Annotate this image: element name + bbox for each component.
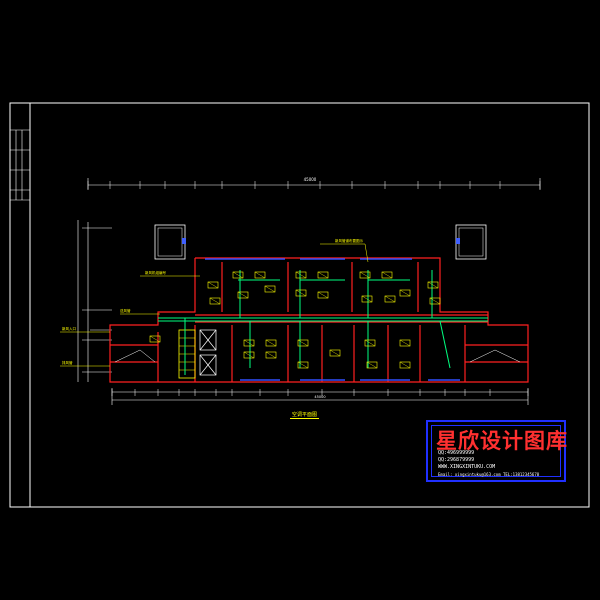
- air-terminal-unit: [364, 339, 376, 347]
- air-terminal-unit: [209, 297, 221, 305]
- inner-frame-border: [29, 102, 590, 508]
- air-terminal-unit-mark: [149, 335, 161, 343]
- air-terminal-unit: [366, 361, 378, 369]
- air-terminal-unit-mark: [317, 271, 329, 279]
- watermark-brand: 星欣设计图库: [436, 429, 568, 453]
- annotation-leaders: [60, 243, 369, 367]
- top-dimension-label: 45000: [304, 177, 317, 182]
- air-terminal-unit: [359, 271, 371, 279]
- watermark-qq-1: QQ:496999999: [438, 450, 475, 456]
- air-terminal-unit-mark: [264, 285, 276, 293]
- roof-unit-left: [154, 224, 186, 260]
- air-terminal-unit-mark: [366, 361, 378, 369]
- air-terminal-unit-mark: [429, 297, 441, 305]
- left-dimension-group: [77, 220, 112, 382]
- stair-core: [178, 329, 196, 379]
- air-terminal-unit-mark: [399, 361, 411, 369]
- air-terminal-units: [149, 271, 441, 369]
- end-stairs: [114, 349, 521, 363]
- window-strips: [205, 258, 460, 381]
- top-dimension-ticks: [87, 181, 541, 189]
- air-terminal-unit-mark: [297, 361, 309, 369]
- air-terminal-unit-mark: [427, 281, 439, 289]
- air-terminal-unit: [317, 291, 329, 299]
- watermark-stamp: 星欣设计图库 QQ:496999999 QQ:296879999 WWW.XIN…: [426, 420, 568, 482]
- air-terminal-unit: [243, 339, 255, 347]
- watermark-inner-border: [431, 425, 561, 477]
- duct-network: [158, 270, 488, 375]
- air-terminal-unit: [295, 271, 307, 279]
- duct-note-4: 新风入口: [62, 326, 76, 331]
- air-terminal-unit-mark: [399, 339, 411, 347]
- air-terminal-unit-mark: [399, 289, 411, 297]
- air-terminal-unit: [295, 289, 307, 297]
- air-terminal-unit-mark: [359, 271, 371, 279]
- air-terminal-unit-mark: [243, 339, 255, 347]
- duct-note-2: 新风机组编号: [145, 270, 166, 275]
- air-terminal-unit: [329, 349, 341, 357]
- duct-note-5: 排风管: [62, 360, 73, 365]
- air-terminal-unit-mark: [361, 295, 373, 303]
- air-terminal-unit: [149, 335, 161, 343]
- air-terminal-unit: [317, 271, 329, 279]
- air-terminal-unit-mark: [297, 339, 309, 347]
- air-terminal-unit: [297, 339, 309, 347]
- watermark-qq-2: QQ:296879999: [438, 457, 475, 463]
- air-terminal-unit-mark: [237, 291, 249, 299]
- watermark-website: WWW.XINGXINTUKU.COM: [438, 464, 496, 470]
- air-terminal-unit-mark: [364, 339, 376, 347]
- air-terminal-unit: [361, 295, 373, 303]
- air-terminal-unit: [381, 271, 393, 279]
- air-terminal-unit: [399, 361, 411, 369]
- air-terminal-unit-mark: [207, 281, 219, 289]
- building-walls: [109, 257, 529, 383]
- bottom-dimension-label: 45000: [314, 395, 325, 399]
- air-terminal-unit: [232, 271, 244, 279]
- air-terminal-unit-mark: [384, 295, 396, 303]
- air-terminal-unit-mark: [329, 349, 341, 357]
- air-terminal-unit-mark: [243, 351, 255, 359]
- air-terminal-unit: [297, 361, 309, 369]
- air-terminal-unit: [254, 271, 266, 279]
- air-terminal-unit-mark: [265, 351, 277, 359]
- air-terminal-unit-mark: [295, 289, 307, 297]
- air-terminal-unit: [264, 285, 276, 293]
- air-terminal-unit-mark: [232, 271, 244, 279]
- air-terminal-unit-mark: [381, 271, 393, 279]
- watermark-email: Email: xingxintuku@163.com TEL:138123456…: [438, 472, 540, 477]
- air-terminal-unit: [207, 281, 219, 289]
- air-terminal-unit-mark: [209, 297, 221, 305]
- air-terminal-unit: [243, 351, 255, 359]
- air-terminal-unit: [399, 289, 411, 297]
- left-title-block: [10, 129, 30, 201]
- air-terminal-unit-mark: [265, 339, 277, 347]
- air-terminal-unit-mark: [295, 271, 307, 279]
- air-terminal-unit: [399, 339, 411, 347]
- duct-note-3: 送风管: [120, 308, 131, 313]
- duct-note-1: 新风管道布置图示: [335, 238, 363, 243]
- air-terminal-unit: [429, 297, 441, 305]
- air-terminal-unit-mark: [254, 271, 266, 279]
- air-terminal-unit: [237, 291, 249, 299]
- air-terminal-unit-mark: [317, 291, 329, 299]
- air-terminal-unit: [427, 281, 439, 289]
- bottom-dimension-ticks: [111, 389, 529, 396]
- air-terminal-unit: [384, 295, 396, 303]
- air-terminal-unit: [265, 339, 277, 347]
- roof-unit-right: [455, 224, 487, 260]
- plan-title: 空调平面图: [290, 412, 320, 419]
- elevator-core: [199, 329, 217, 376]
- air-terminal-unit: [265, 351, 277, 359]
